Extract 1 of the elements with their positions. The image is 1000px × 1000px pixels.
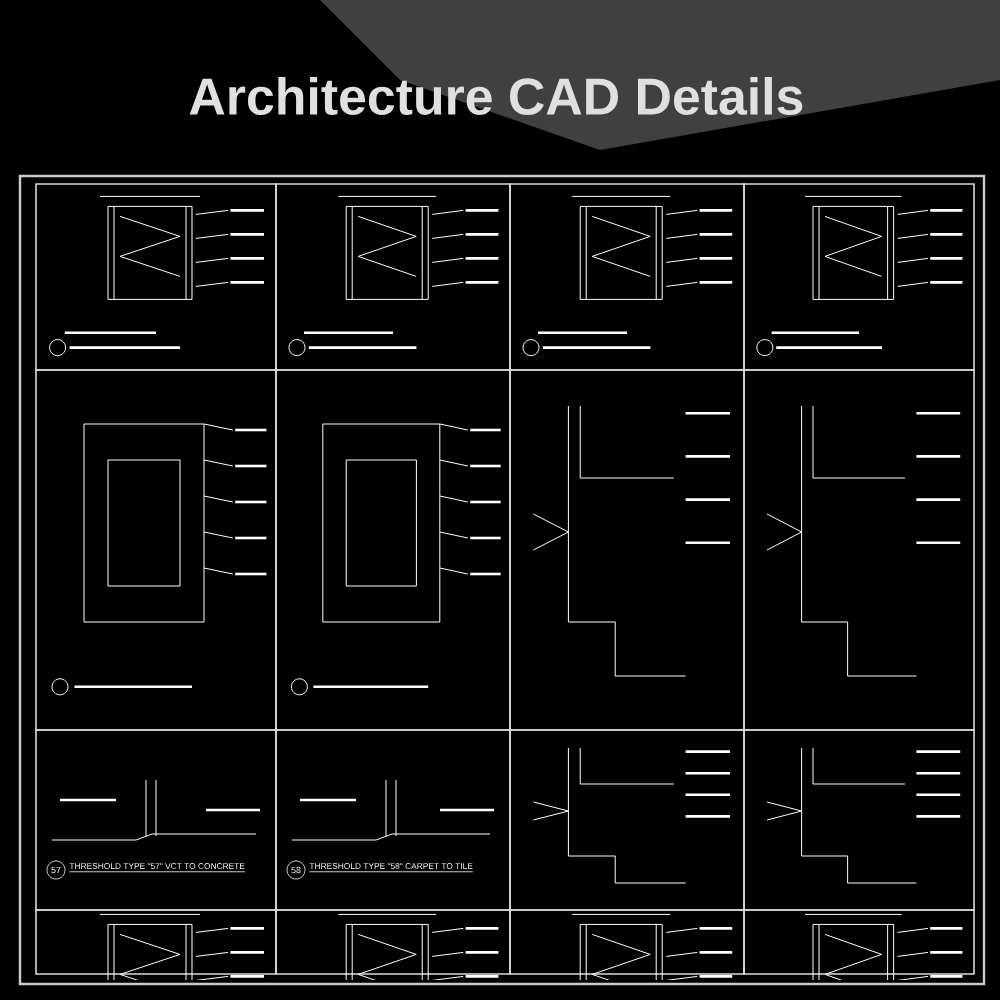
title: Architecture CAD Details — [189, 77, 803, 115]
